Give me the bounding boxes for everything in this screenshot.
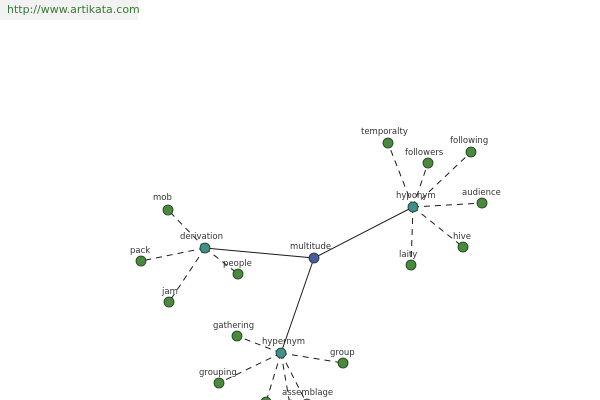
label-audience: audience: [462, 188, 501, 198]
edges-layer: [140, 142, 483, 400]
label-assemblage: assemblage: [282, 388, 333, 398]
label-hive: hive: [453, 232, 471, 242]
edge-derivation-pack: [140, 247, 206, 262]
node-hive[interactable]: [457, 241, 469, 253]
node-jam[interactable]: [163, 296, 175, 308]
nodes-layer: [135, 137, 488, 400]
source-url[interactable]: http://www.artikata.com: [0, 0, 140, 20]
label-temporalty: temporalty: [361, 127, 408, 137]
edge-hyponym-temporalty: [387, 142, 414, 208]
node-following[interactable]: [465, 146, 477, 158]
node-mob[interactable]: [162, 204, 174, 216]
edge-hyponym-laity: [410, 206, 414, 266]
label-people: people: [223, 259, 252, 269]
label-pack: pack: [130, 246, 150, 256]
edge-derivation-mob: [167, 209, 206, 249]
edge-hypernym-edge-b: [280, 352, 290, 400]
edge-hyponym-audience: [412, 202, 483, 208]
edge-hypernym-edge-a: [266, 352, 282, 400]
node-temporalty[interactable]: [382, 137, 394, 149]
edge-hypernym-grouping: [218, 352, 282, 384]
node-hypernym[interactable]: [275, 347, 287, 359]
node-derivation[interactable]: [199, 242, 211, 254]
node-edge-a[interactable]: [260, 396, 272, 400]
node-pack[interactable]: [135, 255, 147, 267]
label-group: group: [330, 348, 355, 358]
edge-multitude-hyponym: [313, 206, 414, 259]
label-hypernym: hypernym: [262, 337, 305, 347]
label-hyponym: hyponym: [396, 191, 436, 201]
label-grouping: grouping: [199, 368, 237, 378]
node-hyponym[interactable]: [407, 201, 419, 213]
edge-hypernym-assemblage: [280, 352, 306, 400]
node-grouping[interactable]: [213, 377, 225, 389]
edge-hypernym-gathering: [236, 335, 282, 354]
label-multitude: multitude: [290, 242, 331, 252]
edge-multitude-derivation: [204, 247, 315, 259]
label-following: following: [450, 136, 488, 146]
label-followers: followers: [405, 148, 444, 158]
node-gathering[interactable]: [231, 330, 243, 342]
label-derivation: derivation: [180, 232, 223, 242]
edge-derivation-people: [204, 247, 239, 275]
edge-multitude-hypernym: [280, 257, 315, 354]
label-jam: jam: [161, 287, 178, 297]
label-laity: laity: [399, 250, 417, 260]
node-audience[interactable]: [476, 197, 488, 209]
node-group[interactable]: [337, 357, 349, 369]
node-followers[interactable]: [422, 157, 434, 169]
node-multitude[interactable]: [308, 252, 320, 264]
edge-hyponym-followers: [412, 162, 429, 208]
label-mob: mob: [153, 193, 172, 203]
node-people[interactable]: [232, 268, 244, 280]
edge-hyponym-following: [412, 151, 472, 208]
label-gathering: gathering: [213, 321, 254, 331]
labels-layer: mob pack people jam derivation temporalty foll…: [130, 127, 501, 398]
node-laity[interactable]: [405, 259, 417, 271]
